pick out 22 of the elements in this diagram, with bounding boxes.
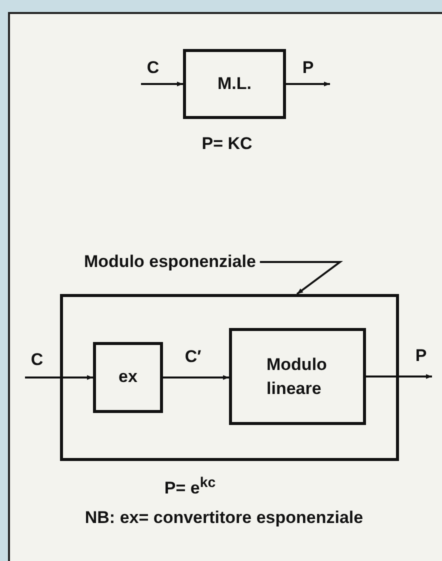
block-text: ex — [118, 366, 138, 388]
block-box — [183, 49, 286, 119]
block-text: M.L. — [218, 72, 252, 95]
formula-text: P= e$^{kc}$ — [164, 475, 216, 499]
signal-label: C — [30, 350, 44, 370]
block-box — [229, 328, 366, 425]
arrow — [163, 375, 229, 380]
signal-label: P — [302, 58, 314, 78]
signal-label: C — [146, 58, 160, 78]
formula-text: P= KC — [202, 134, 252, 154]
arrow — [25, 375, 93, 380]
module-box — [60, 294, 399, 461]
arrow — [141, 82, 183, 86]
arrow — [286, 82, 330, 86]
note-text: NB: ex= convertitore esponenziale — [84, 508, 364, 528]
signal-label: C′ — [184, 347, 202, 367]
block-text: Modulo lineare — [266, 354, 328, 400]
arrow — [366, 374, 432, 379]
signal-label: P — [415, 346, 427, 366]
block-box — [93, 342, 163, 413]
callout-text: Modulo esponenziale — [84, 248, 256, 276]
leader-line — [260, 261, 344, 295]
